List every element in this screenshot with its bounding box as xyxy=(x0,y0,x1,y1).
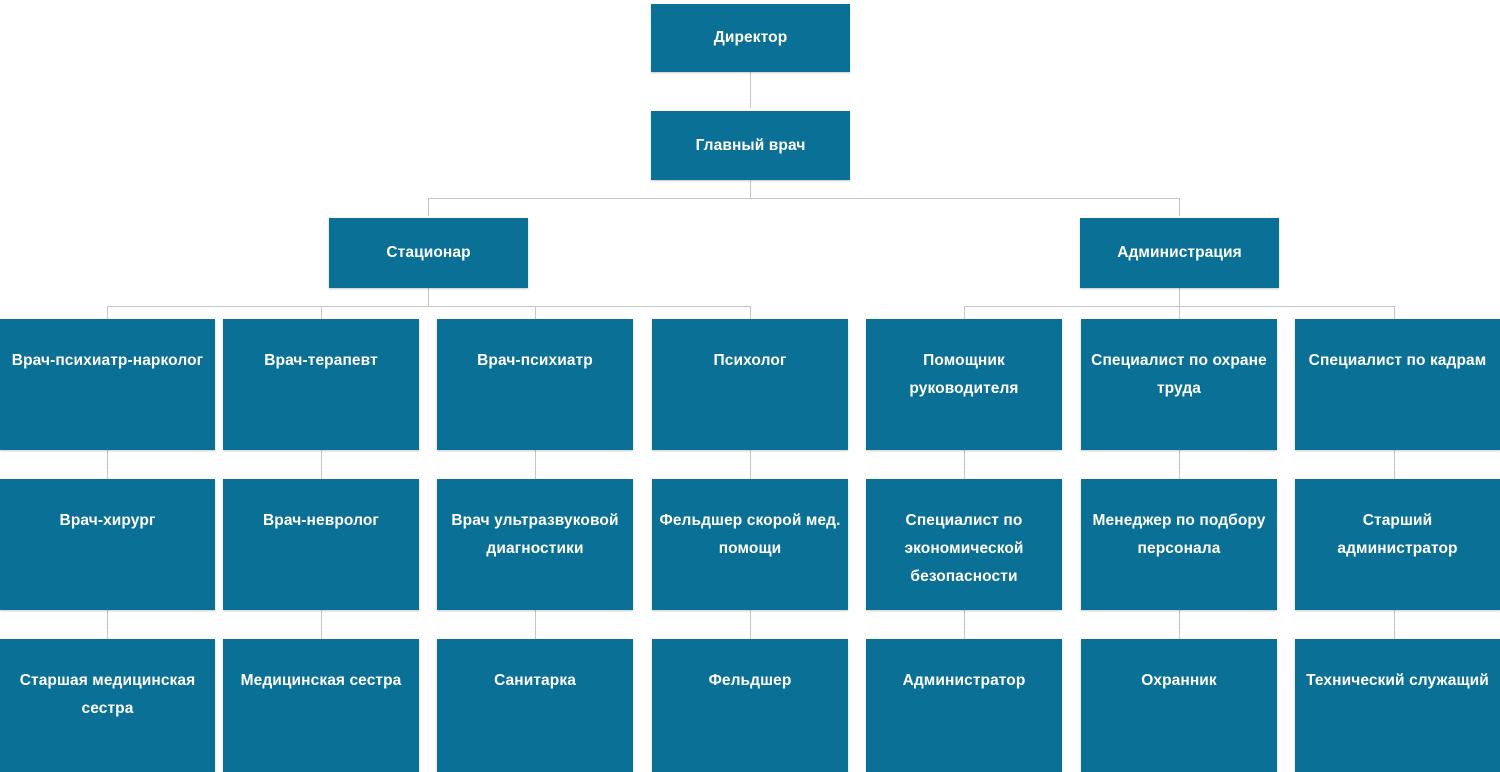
connector-hospital-drop-3 xyxy=(535,306,536,319)
connector-bus-hospital xyxy=(428,198,429,216)
connector-r4c1-r5c1 xyxy=(107,610,108,639)
node-r4c5[interactable]: Специалист по экономической безопасности xyxy=(866,479,1062,610)
connector-r3c7-r4c7 xyxy=(1394,450,1395,479)
node-r5c4[interactable]: Фельдшер xyxy=(652,639,848,772)
connector-chief-bus-stem xyxy=(750,180,751,198)
connector-administration-drop-3 xyxy=(1394,306,1395,319)
node-r5c1[interactable]: Старшая медицинская сестра xyxy=(0,639,215,772)
connector-r4c5-r5c5 xyxy=(964,610,965,639)
connector-hospital-drop-1 xyxy=(107,306,108,319)
connector-r3c4-r4c4 xyxy=(750,450,751,479)
connector-r4c6-r5c6 xyxy=(1179,610,1180,639)
node-r4c2[interactable]: Врач-невролог xyxy=(223,479,419,610)
connector-r3c6-r4c6 xyxy=(1179,450,1180,479)
connector-bus-administration xyxy=(1179,198,1180,216)
node-r5c6[interactable]: Охранник xyxy=(1081,639,1277,772)
node-r4c3[interactable]: Врач ультразвуковой диагностики xyxy=(437,479,633,610)
connector-r3c5-r4c5 xyxy=(964,450,965,479)
connector-r3c3-r4c3 xyxy=(535,450,536,479)
node-r4c6[interactable]: Менеджер по подбору персонала xyxy=(1081,479,1277,610)
node-r5c7[interactable]: Технический служащий xyxy=(1295,639,1500,772)
connector-r4c4-r5c4 xyxy=(750,610,751,639)
node-r4c4[interactable]: Фельдшер скорой мед. помощи xyxy=(652,479,848,610)
connector-r4c3-r5c3 xyxy=(535,610,536,639)
connector-director-chief xyxy=(750,72,751,108)
connector-r4c7-r5c7 xyxy=(1394,610,1395,639)
node-r3c2[interactable]: Врач-терапевт xyxy=(223,319,419,450)
node-r4c1[interactable]: Врач-хирург xyxy=(0,479,215,610)
node-r3c7[interactable]: Специалист по кадрам xyxy=(1295,319,1500,450)
connector-hospital-bus xyxy=(107,306,751,307)
node-r3c6[interactable]: Специалист по охране труда xyxy=(1081,319,1277,450)
connector-r3c1-r4c1 xyxy=(107,450,108,479)
connector-administration-stem xyxy=(1179,288,1180,306)
connector-hospital-drop-4 xyxy=(750,306,751,319)
node-r5c5[interactable]: Администратор xyxy=(866,639,1062,772)
node-r5c2[interactable]: Медицинская сестра xyxy=(223,639,419,772)
connector-r4c2-r5c2 xyxy=(321,610,322,639)
node-r3c1[interactable]: Врач-психиатр-нарколог xyxy=(0,319,215,450)
connector-administration-drop-2 xyxy=(1179,306,1180,319)
node-hospital[interactable]: Стационар xyxy=(329,218,528,288)
node-administration[interactable]: Администрация xyxy=(1080,218,1279,288)
node-r3c5[interactable]: Помощник руководителя xyxy=(866,319,1062,450)
node-r5c3[interactable]: Санитарка xyxy=(437,639,633,772)
node-director[interactable]: Директор xyxy=(651,4,850,72)
connector-hospital-drop-2 xyxy=(321,306,322,319)
connector-administration-drop-1 xyxy=(964,306,965,319)
connector-r3c2-r4c2 xyxy=(321,450,322,479)
node-r3c4[interactable]: Психолог xyxy=(652,319,848,450)
node-r3c3[interactable]: Врач-психиатр xyxy=(437,319,633,450)
connector-chief-bus xyxy=(428,198,1179,199)
node-chief-doctor[interactable]: Главный врач xyxy=(651,111,850,180)
node-r4c7[interactable]: Старший администратор xyxy=(1295,479,1500,610)
connector-hospital-stem xyxy=(428,288,429,306)
